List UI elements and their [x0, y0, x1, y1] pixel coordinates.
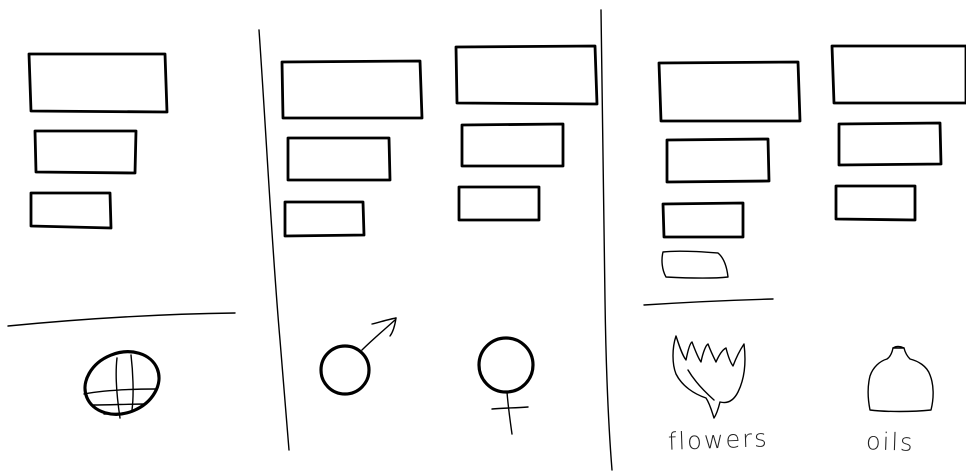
globe-icon: [76, 341, 169, 425]
panel3-sketch-tab: [662, 251, 728, 278]
panel3-right-box-medium: [839, 123, 941, 165]
panel3-left-box-medium: [667, 139, 769, 182]
female-symbol-icon: [479, 338, 533, 434]
flowers-icon: [673, 336, 745, 418]
panel3-left-box-small: [663, 203, 743, 237]
panel2-left-box-large: [282, 61, 422, 118]
panel2-right-box-large: [456, 46, 597, 104]
panel-2: [282, 46, 597, 434]
panel1-baseline: [8, 313, 235, 326]
panel2-right-box-medium: [462, 124, 563, 166]
panel1-box-small: [31, 193, 111, 228]
panel3-left-box-large: [659, 62, 800, 121]
male-symbol-icon: [321, 318, 396, 394]
panel3-right-box-large: [832, 46, 966, 103]
panel3-right-box-small: [836, 186, 915, 220]
panel1-box-large: [29, 54, 167, 112]
panel2-left-box-medium: [288, 138, 390, 180]
flowers-label: flowers: [668, 426, 769, 453]
panel1-box-medium: [35, 131, 136, 173]
panel-divider-left: [259, 30, 289, 450]
panel-1: [8, 54, 235, 425]
panel3-baseline: [644, 299, 773, 305]
panel-divider-right: [601, 10, 612, 470]
oils-label: oils: [866, 429, 915, 455]
oil-bottle-icon: [868, 347, 933, 412]
panel2-right-box-small: [459, 187, 539, 220]
panel-3: [644, 46, 966, 418]
panel2-left-box-small: [285, 202, 364, 236]
